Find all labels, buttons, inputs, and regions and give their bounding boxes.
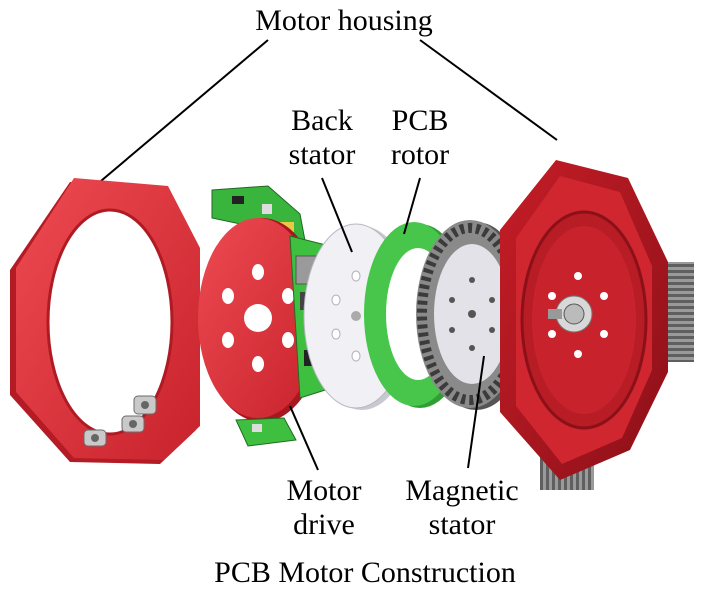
connector-icon [83, 395, 157, 447]
component-leader-lines [289, 177, 485, 471]
motor-drive-label-line1: Motor [287, 474, 362, 507]
motor-drive-label-line2: drive [293, 508, 355, 541]
front-housing-plate [10, 178, 200, 464]
back-stator-label-line1: Back [291, 104, 353, 137]
figure-caption: PCB Motor Construction [214, 556, 516, 589]
title-leader-lines [94, 39, 558, 187]
magnetic-stator-label-line2: stator [429, 508, 496, 541]
back-stator-label-line2: stator [289, 138, 356, 171]
rear-housing [500, 160, 694, 490]
title-label: Motor housing [255, 4, 433, 37]
pcb-rotor-label-line1: PCB [392, 104, 449, 137]
magnetic-stator-label-line1: Magnetic [405, 474, 518, 507]
pcb-rotor-label-line2: rotor [391, 138, 449, 171]
